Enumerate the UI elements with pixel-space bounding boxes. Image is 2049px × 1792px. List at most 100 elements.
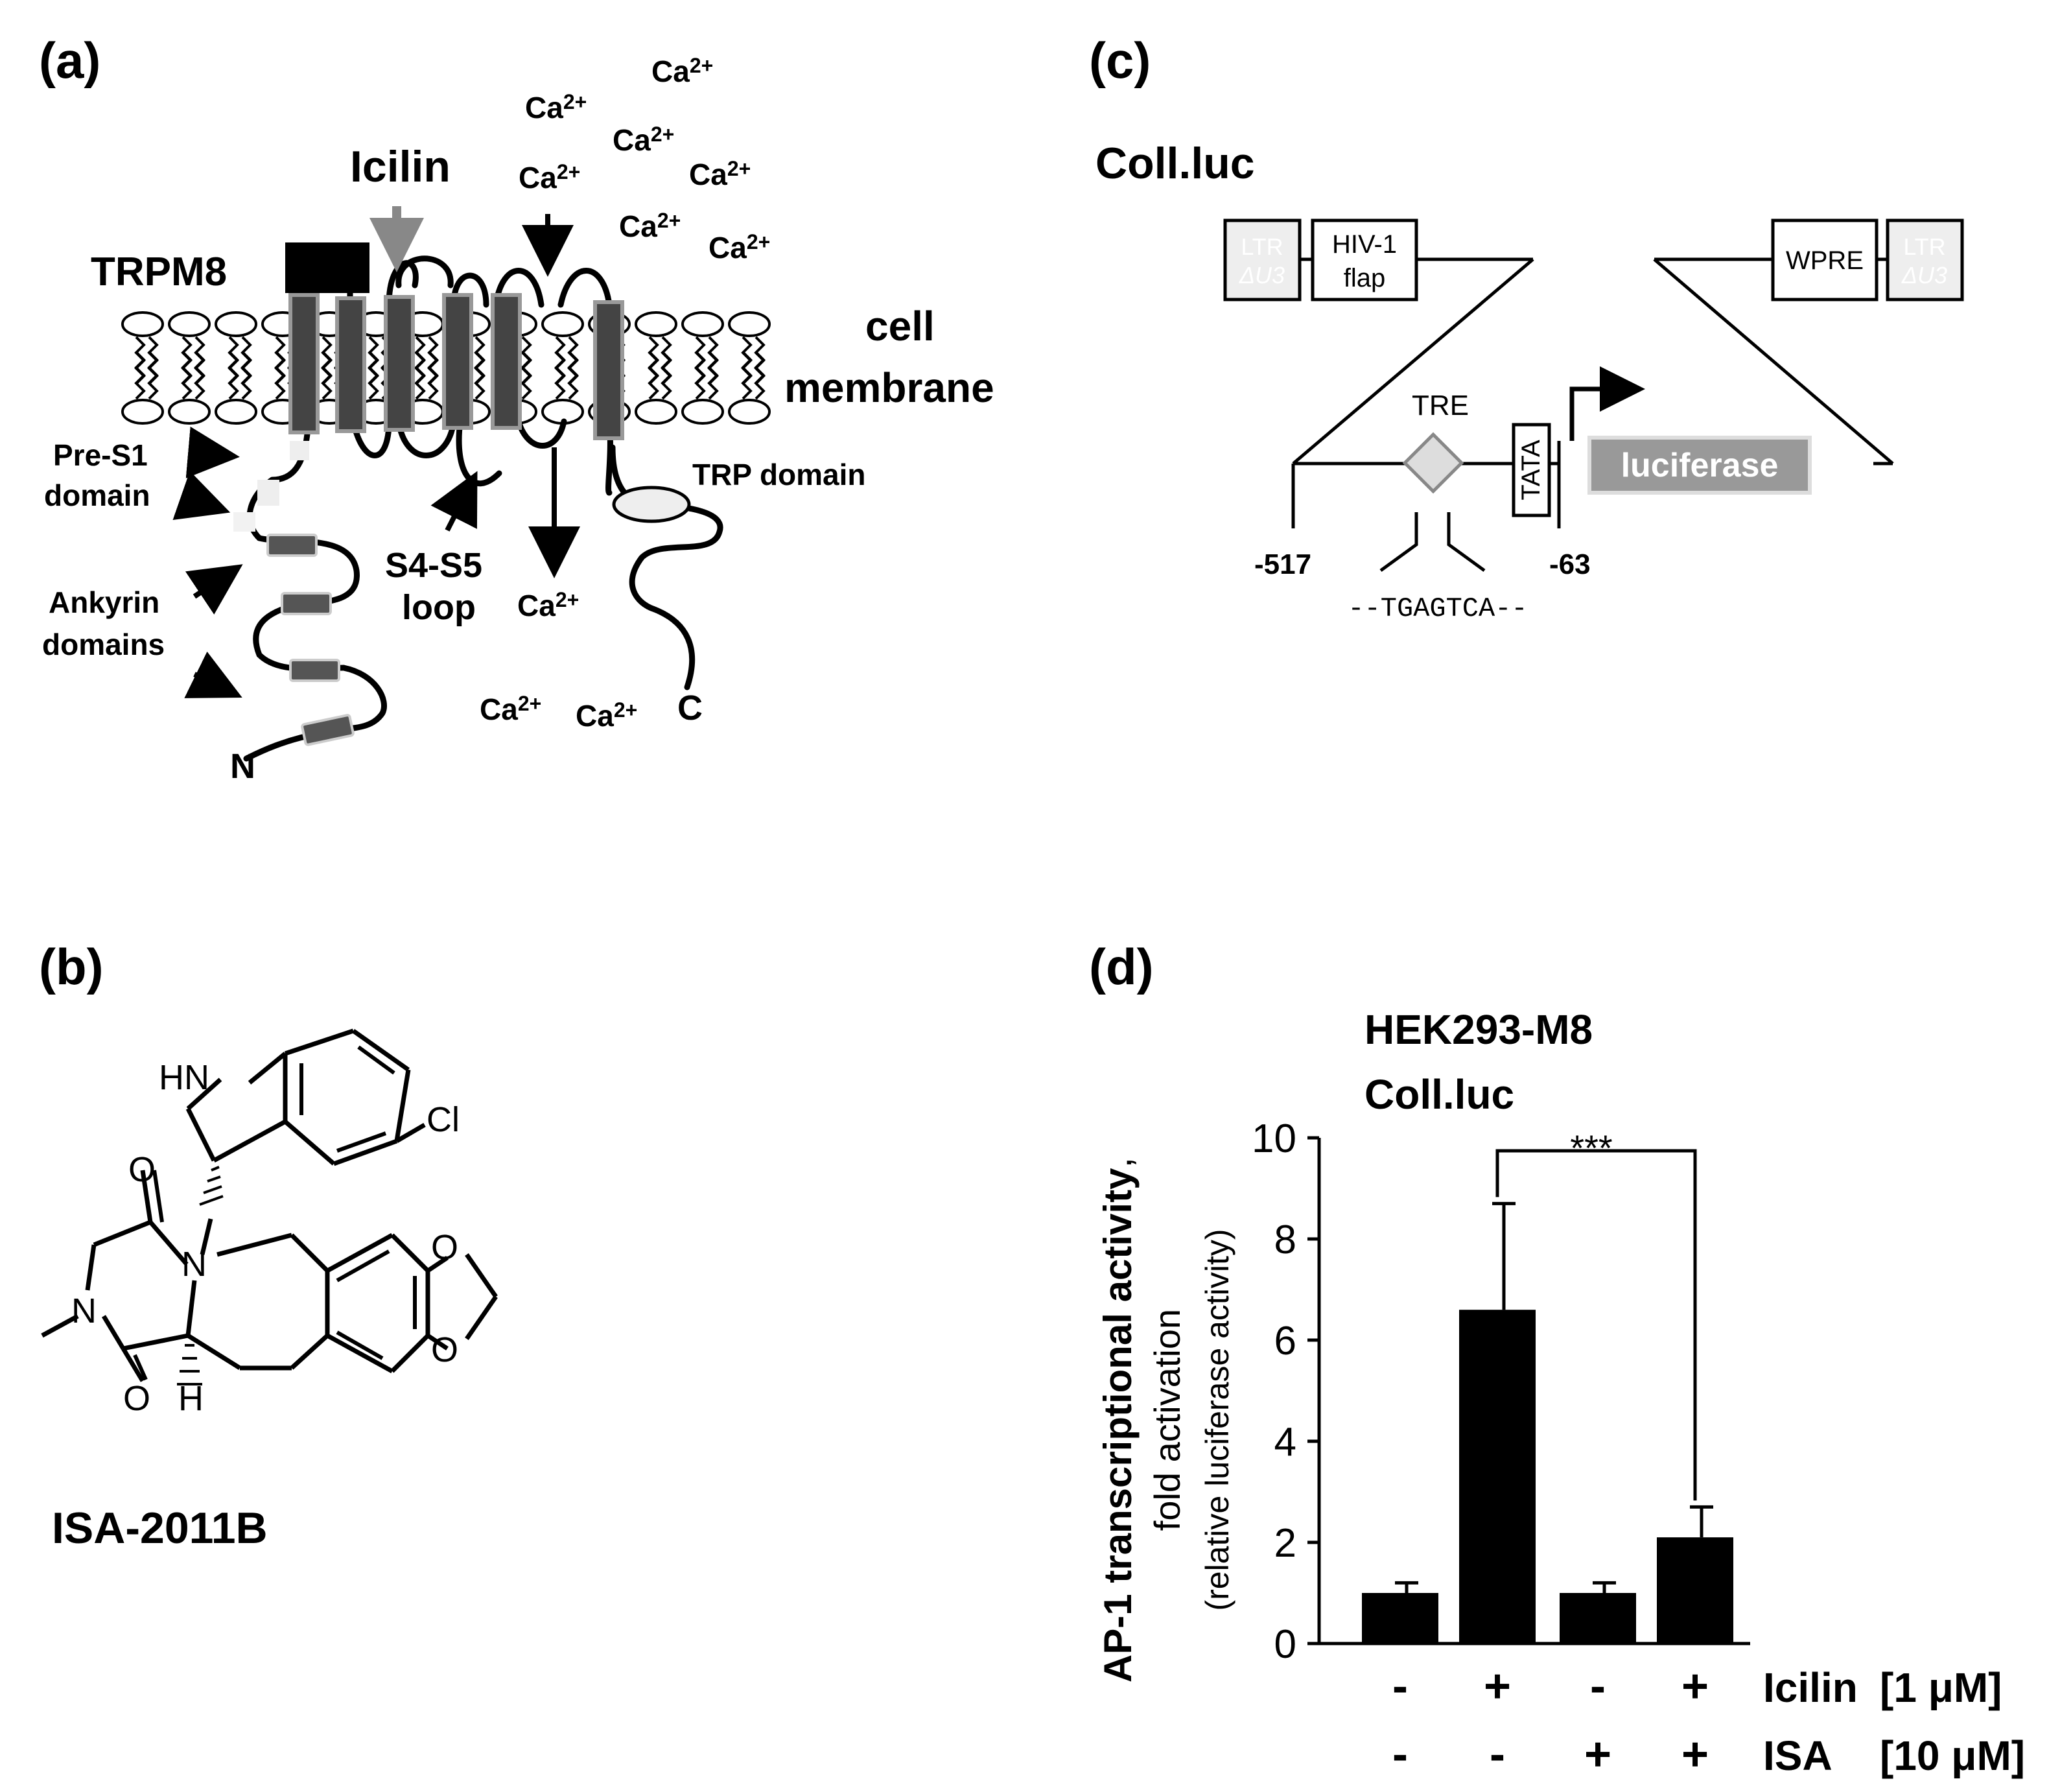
ltr-right-u3: ΔU3 (1901, 262, 1947, 289)
tata-box (1512, 423, 1551, 517)
n-terminus-label: N (230, 747, 255, 786)
treatment-label-isa: ISA (1763, 1732, 1832, 1779)
ankyrin-label-1: Ankyrin (49, 585, 159, 619)
isa-2011b-structure (41, 1028, 498, 1382)
svg-text:Cl: Cl (427, 1100, 460, 1139)
ltr-left-box (1223, 218, 1302, 301)
lipid-lower (635, 351, 677, 425)
svg-text:O: O (431, 1228, 458, 1267)
panel-d-label: (d) (1089, 938, 1154, 995)
icilin-sign-3: - (1590, 1660, 1606, 1712)
luciferase-box (1587, 436, 1812, 495)
panel-c-label: (c) (1089, 32, 1151, 89)
icilin-sign-4: + (1681, 1660, 1709, 1712)
isa-sign-2: - (1490, 1728, 1505, 1780)
ankyrin-repeat-1 (266, 534, 318, 557)
significance-bracket (1495, 1149, 1697, 1501)
svg-text:Ca2+: Ca2+ (576, 698, 637, 733)
cell-membrane-label-2: membrane (784, 364, 994, 411)
pos-right-label: -63 (1549, 548, 1591, 580)
wpre-box (1771, 218, 1879, 301)
icilin-sign-1: - (1392, 1660, 1408, 1712)
calcium-ions: Ca2+ Ca2+ Ca2+ Ca2+ Ca2+ Ca2+ Ca2+ Ca2+ … (480, 54, 770, 733)
svg-text:HN: HN (159, 1058, 209, 1097)
tata-label: TATA (1517, 440, 1545, 501)
isa-sign-1: - (1392, 1728, 1408, 1780)
isa-sign-4: + (1681, 1728, 1709, 1780)
lipid-lower (681, 351, 724, 425)
svg-text:fold activation: fold activation (1147, 1309, 1188, 1531)
c-terminus-label: C (677, 689, 703, 727)
hiv1-flap-label-2: flap (1344, 264, 1386, 292)
pre-s1-arrow-2 (172, 471, 231, 520)
ankyrin-repeat-2 (281, 592, 332, 615)
y-axis-title: AP-1 transcriptional activity, fold acti… (1096, 1157, 1235, 1682)
chart-title-line2: Coll.luc (1364, 1071, 1514, 1118)
cytosolic-domains (233, 441, 355, 746)
zoom-line-left (1292, 258, 1534, 465)
significance-stars: *** (1570, 1127, 1612, 1168)
svg-text:Ca2+: Ca2+ (708, 230, 770, 265)
panel-d: (d) HEK293-M8 Coll.luc AP-1 transcriptio… (1089, 938, 2025, 1780)
svg-text:N: N (181, 1245, 207, 1284)
icilin-sign-2: + (1484, 1660, 1511, 1712)
trp-domain-shape (612, 486, 691, 523)
svg-text:O: O (128, 1150, 156, 1189)
svg-text:Ca2+: Ca2+ (613, 123, 674, 157)
ankyrin-repeat-3 (289, 659, 340, 682)
svg-text:Ca2+: Ca2+ (619, 209, 681, 243)
bar-2 (1459, 1310, 1536, 1644)
lipid-lower (215, 351, 257, 425)
lipid-lower (728, 351, 771, 425)
ankyrin-repeat-4 (301, 714, 355, 746)
ltr-right-label: LTR (1903, 233, 1945, 260)
hashed-h-bond (177, 1344, 202, 1385)
y-tick-label: 6 (1274, 1319, 1296, 1363)
isa-sign-3: + (1584, 1728, 1611, 1780)
svg-text:H: H (178, 1379, 204, 1418)
svg-text:(relative luciferase activity): (relative luciferase activity) (1199, 1229, 1235, 1610)
y-tick-label: 4 (1274, 1420, 1296, 1465)
lipid-lower (168, 351, 211, 425)
hiv1-flap-label-1: HIV-1 (1332, 230, 1397, 259)
svg-text:Ca2+: Ca2+ (651, 54, 713, 88)
pre-s1-arrow-1 (185, 426, 240, 478)
svg-text:O: O (431, 1330, 458, 1369)
svg-text:Ca2+: Ca2+ (525, 90, 587, 124)
tre-diamond (1402, 432, 1464, 494)
svg-text:Ca2+: Ca2+ (689, 157, 751, 191)
svg-text:Ca2+: Ca2+ (517, 588, 579, 622)
panel-b-label: (b) (39, 938, 104, 995)
trpm8-label: TRPM8 (91, 250, 227, 294)
ankyrin-arrow-1 (185, 564, 243, 615)
panel-a-label: (a) (39, 32, 100, 89)
ltr-left-u3: ΔU3 (1239, 262, 1285, 289)
bar-1 (1362, 1593, 1438, 1644)
s4s5-label-1: S4-S5 (385, 546, 482, 585)
bar-4 (1657, 1537, 1733, 1644)
panel-a: (a) TRPM8 (39, 32, 994, 786)
panel-c: (c) Coll.luc LTR ΔU3 HIV-1 flap WPRE LTR… (1089, 32, 1964, 624)
s4s5-arrow (430, 471, 478, 532)
ltr-left-label: LTR (1241, 233, 1283, 260)
tre-zoom-left (1379, 512, 1418, 572)
pos-left-label: -517 (1254, 548, 1311, 580)
svg-text:O: O (123, 1379, 150, 1418)
treatment-conc-isa: [10 μM] (1880, 1732, 2025, 1779)
s4s5-label-2: loop (402, 588, 476, 627)
trp-domain-label: TRP domain (692, 458, 866, 491)
treatment-label-icilin: Icilin (1763, 1664, 1858, 1711)
y-tick-label: 10 (1252, 1116, 1296, 1161)
tre-sequence: --TGAGTCA-- (1348, 593, 1527, 624)
tre-zoom-right (1447, 512, 1486, 572)
transcription-start-arrow (1569, 366, 1645, 441)
tre-label: TRE (1412, 390, 1469, 421)
ltr-right-box (1886, 218, 1964, 301)
lipid-lower (121, 351, 164, 425)
chart-title-line1: HEK293-M8 (1364, 1006, 1593, 1053)
svg-text:Ca2+: Ca2+ (519, 160, 580, 195)
cell-membrane-label-1: cell (865, 303, 935, 349)
luciferase-label: luciferase (1621, 447, 1779, 484)
icilin-label: Icilin (350, 142, 451, 191)
